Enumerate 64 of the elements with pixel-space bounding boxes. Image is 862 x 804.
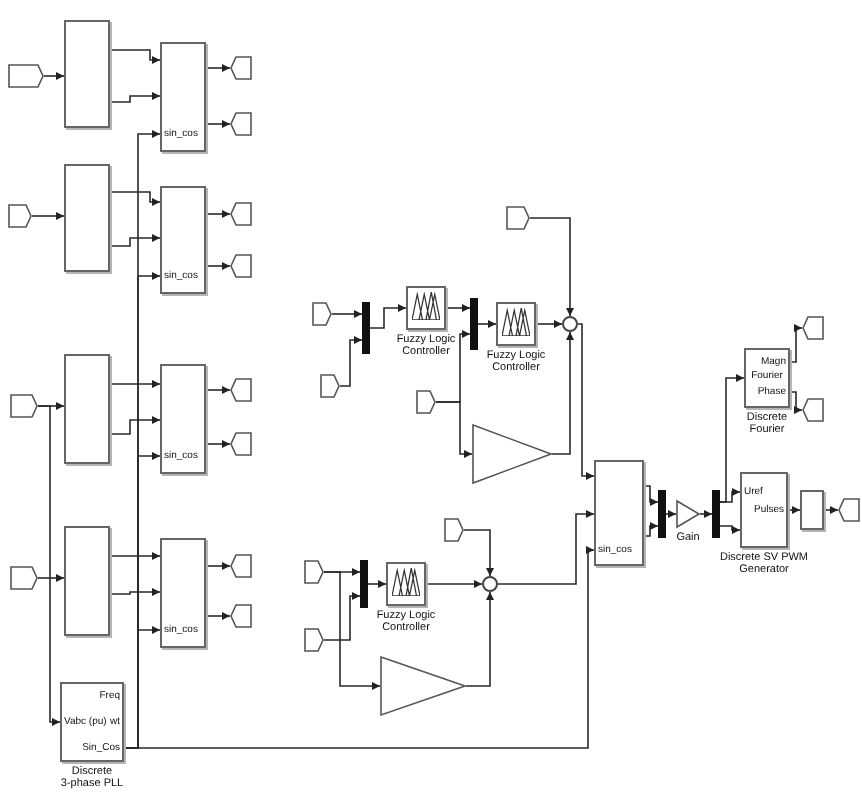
mux-bar (658, 490, 666, 538)
mux-bar (360, 560, 368, 608)
signal-line (205, 612, 231, 620)
signal-line (823, 506, 839, 514)
signal-line (109, 234, 161, 247)
signal-line (445, 304, 471, 312)
signal-line (367, 580, 387, 588)
signal-line (109, 49, 161, 64)
signal-line (109, 552, 161, 560)
signal-line (529, 217, 574, 317)
signal-line (787, 506, 801, 514)
subsystem-block (64, 354, 110, 464)
subsystem-block (160, 364, 206, 474)
signal-line (205, 386, 231, 394)
signal-line (435, 401, 473, 458)
signal-line (37, 405, 61, 726)
signal-line (31, 212, 65, 220)
signal-line (205, 120, 231, 128)
signal-line (465, 591, 494, 687)
mux-bar (362, 302, 370, 354)
signal-line (665, 510, 677, 518)
signal-line (719, 374, 745, 503)
signal-line (323, 592, 361, 641)
signal-line (205, 440, 231, 448)
signal-line (535, 320, 563, 328)
signal-line (205, 64, 231, 72)
signal-line (477, 320, 497, 328)
signal-line (205, 262, 231, 270)
signal-line (43, 72, 65, 80)
signal-line (789, 391, 803, 414)
signal-line (577, 323, 595, 480)
signal-line (789, 324, 803, 363)
subsystem-block (64, 526, 110, 636)
subsystem-block (160, 42, 206, 152)
signal-line (463, 529, 494, 577)
mux-bar (470, 298, 478, 350)
signal-line (109, 416, 161, 435)
signal-line (109, 588, 161, 596)
signal-line (109, 380, 161, 388)
signal-line (699, 510, 713, 518)
subsystem-block (64, 164, 110, 272)
subsystem-block (160, 186, 206, 294)
signal-line (109, 92, 161, 103)
signal-line (323, 571, 381, 690)
sum-circle (482, 576, 498, 592)
signal-line (205, 562, 231, 570)
signal-line (205, 210, 231, 218)
signal-line (719, 525, 741, 534)
subsystem-block (64, 20, 110, 128)
signal-line (425, 580, 483, 588)
subsystem-block (160, 538, 206, 648)
signal-line (643, 522, 659, 537)
signal-line (37, 574, 65, 582)
signal-line (331, 310, 363, 318)
signal-line (369, 304, 407, 329)
signal-line (497, 510, 595, 585)
signal-line (643, 485, 659, 506)
sum-circle (562, 316, 578, 332)
subsystem-block (594, 460, 644, 566)
signal-line (339, 336, 363, 387)
conversion-block (800, 490, 824, 530)
signal-line (109, 191, 161, 206)
signal-line (551, 331, 574, 455)
demux-bar (712, 490, 720, 538)
